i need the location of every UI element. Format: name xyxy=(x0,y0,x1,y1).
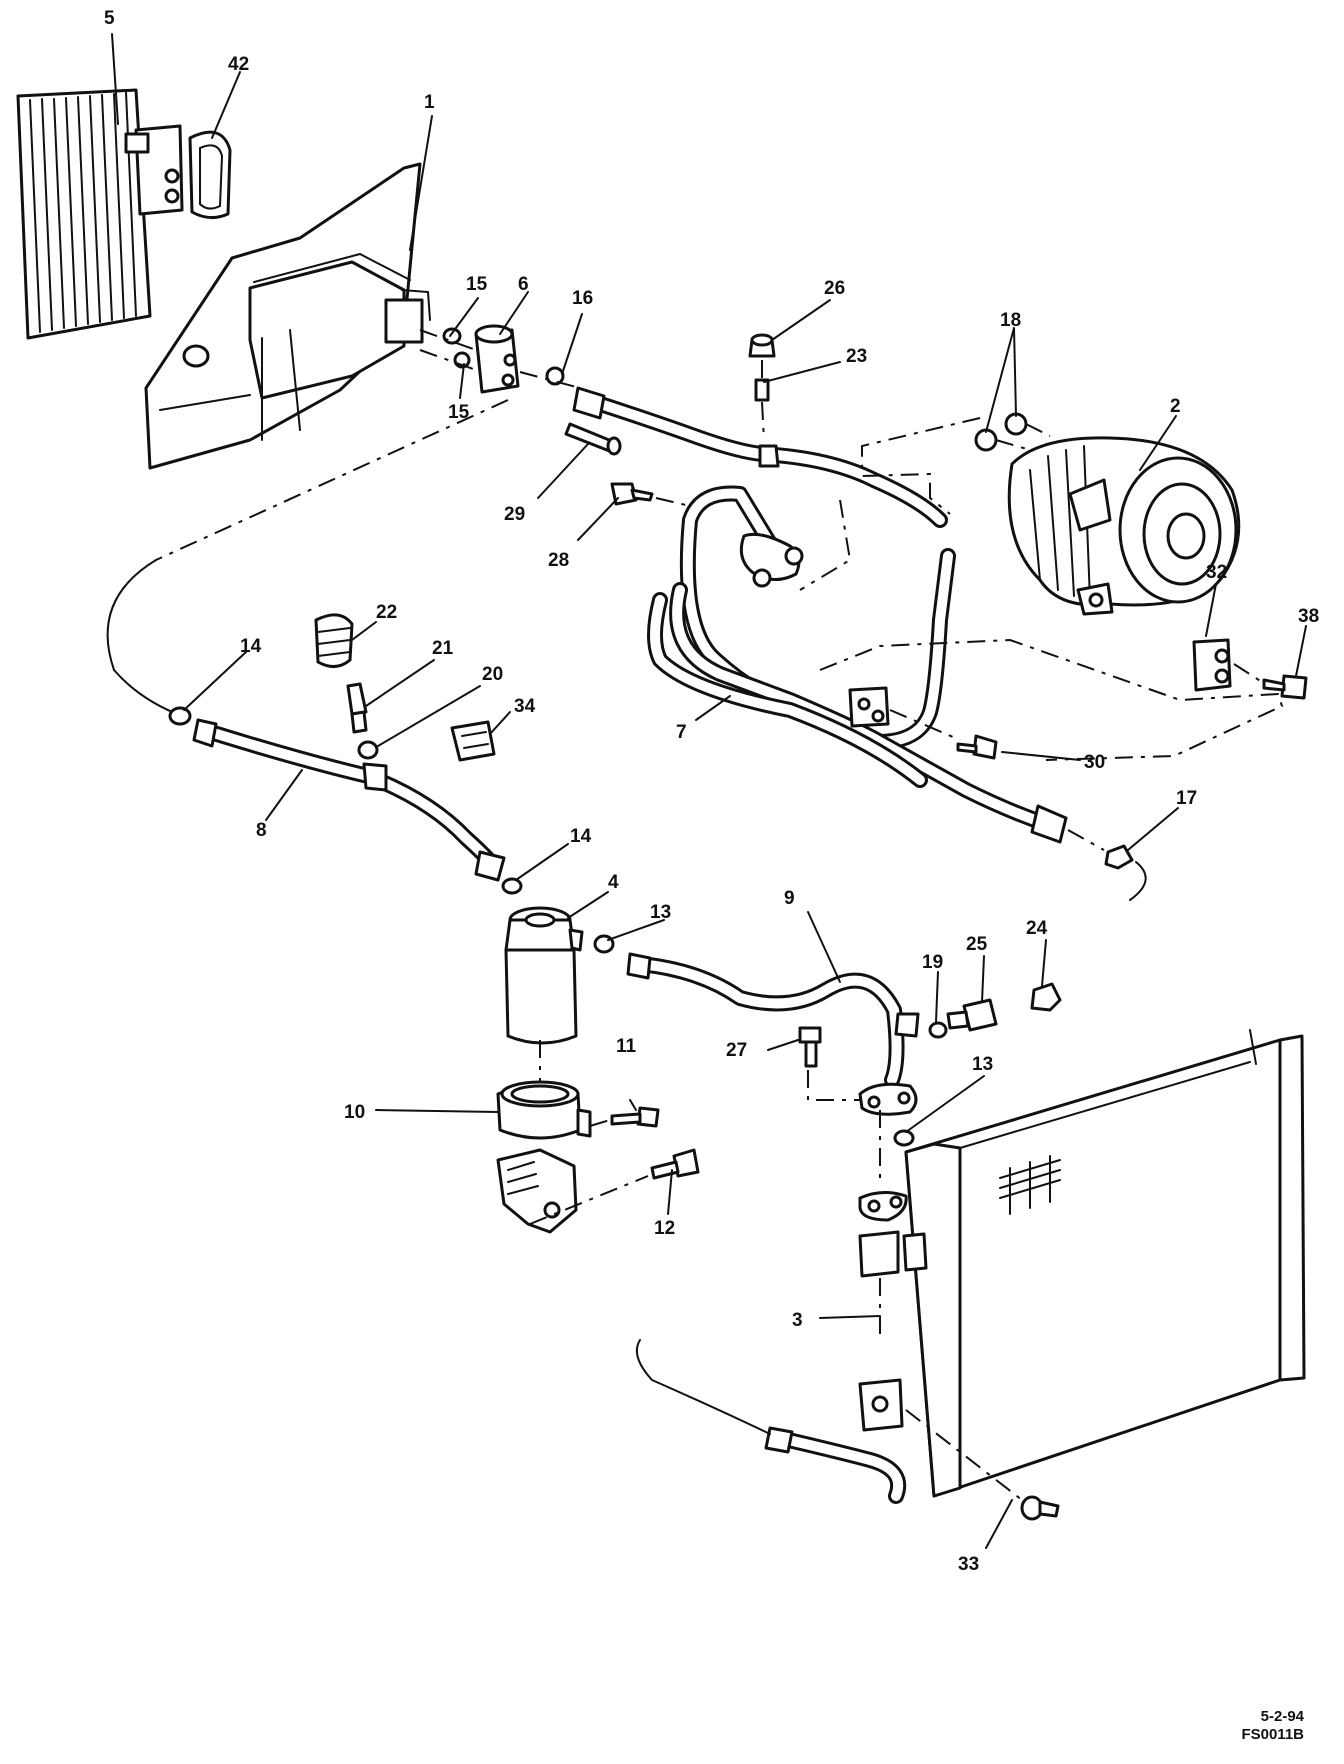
drawing-stamp: 5-2-94 FS0011B xyxy=(1241,1708,1304,1744)
callout-30: 30 xyxy=(1084,752,1105,773)
callout-4: 4 xyxy=(608,872,619,893)
o-ring xyxy=(168,706,192,726)
bracket-bolt-38 xyxy=(1262,674,1308,700)
callout-15-upper: 15 xyxy=(466,274,488,295)
callout-9: 9 xyxy=(784,888,795,909)
callout-26: 26 xyxy=(824,278,845,299)
bracket-bolt xyxy=(956,734,998,760)
receiver-drier xyxy=(504,906,584,1045)
callout-27: 27 xyxy=(726,1040,747,1061)
clamp-bolt xyxy=(610,1106,660,1128)
callout-15-lower: 15 xyxy=(448,402,470,423)
pressure-switch-spring xyxy=(314,613,354,668)
condenser xyxy=(858,1029,1306,1498)
callout-24: 24 xyxy=(1026,918,1048,939)
callout-5: 5 xyxy=(104,8,115,29)
liquid-line-hose xyxy=(192,718,506,882)
callout-13-upper: 13 xyxy=(650,902,671,923)
expansion-block xyxy=(474,324,520,394)
service-valve-cap xyxy=(748,333,776,402)
pressure-switch xyxy=(346,682,368,734)
callout-18: 18 xyxy=(1000,310,1021,331)
hose-bolt xyxy=(610,482,654,506)
compressor-bracket xyxy=(1192,638,1232,692)
callout-11: 11 xyxy=(616,1036,637,1057)
callout-3: 3 xyxy=(792,1310,803,1331)
o-ring xyxy=(893,1129,915,1147)
compressor xyxy=(1007,436,1241,616)
condenser-line xyxy=(626,952,920,1116)
callout-22: 22 xyxy=(376,602,397,623)
callout-23: 23 xyxy=(846,346,867,367)
hose-clip xyxy=(450,720,496,762)
callout-1: 1 xyxy=(424,92,435,113)
callout-29: 29 xyxy=(504,504,525,525)
drier-bracket xyxy=(496,1148,578,1234)
o-ring xyxy=(545,366,565,386)
callout-16: 16 xyxy=(572,288,593,309)
bracket-bolt-12 xyxy=(650,1148,700,1180)
callout-13-lower: 13 xyxy=(972,1054,993,1075)
callout-10: 10 xyxy=(344,1102,365,1123)
callout-25: 25 xyxy=(966,934,988,955)
condenser-switch xyxy=(946,998,998,1032)
drier-clamp xyxy=(496,1080,592,1140)
callout-42: 42 xyxy=(228,54,249,75)
evaporator-core xyxy=(16,88,184,340)
o-ring xyxy=(928,1021,948,1039)
callout-34: 34 xyxy=(514,696,536,717)
drawing-code: FS0011B xyxy=(1241,1726,1304,1743)
callout-33: 33 xyxy=(958,1554,979,1575)
callout-20: 20 xyxy=(482,664,503,685)
drawing-date: 5-2-94 xyxy=(1260,1708,1304,1725)
callout-21: 21 xyxy=(432,638,454,659)
switch-cap xyxy=(1030,982,1062,1012)
condenser-outlet-line xyxy=(764,1426,907,1504)
callout-6: 6 xyxy=(518,274,529,295)
callout-17: 17 xyxy=(1176,788,1197,809)
evaporator-seal xyxy=(188,130,232,219)
callout-7: 7 xyxy=(676,722,687,743)
upper-hose xyxy=(572,386,948,528)
callout-28: 28 xyxy=(548,550,569,571)
line-bolt xyxy=(798,1026,822,1068)
callout-labels: 5 42 1 15 6 16 15 26 23 18 2 29 28 32 38… xyxy=(104,8,1319,1575)
callout-38: 38 xyxy=(1298,606,1319,627)
callout-14-right: 14 xyxy=(570,826,592,847)
callout-2: 2 xyxy=(1170,396,1181,417)
callout-19: 19 xyxy=(922,952,943,973)
through-bolt xyxy=(564,422,622,456)
refrigerant-hose-assembly xyxy=(647,485,1068,844)
hose-nut xyxy=(1104,844,1134,870)
leader-lines xyxy=(111,33,1307,1549)
condenser-bolt xyxy=(1020,1495,1060,1521)
o-ring xyxy=(501,877,523,895)
callout-8: 8 xyxy=(256,820,267,841)
callout-12: 12 xyxy=(654,1218,675,1239)
switch-o-ring xyxy=(357,740,379,760)
callout-14-left: 14 xyxy=(240,636,262,657)
evaporator-housing xyxy=(144,162,431,470)
callout-32: 32 xyxy=(1206,562,1227,583)
o-ring xyxy=(442,327,462,345)
compressor-bushing xyxy=(974,428,998,452)
